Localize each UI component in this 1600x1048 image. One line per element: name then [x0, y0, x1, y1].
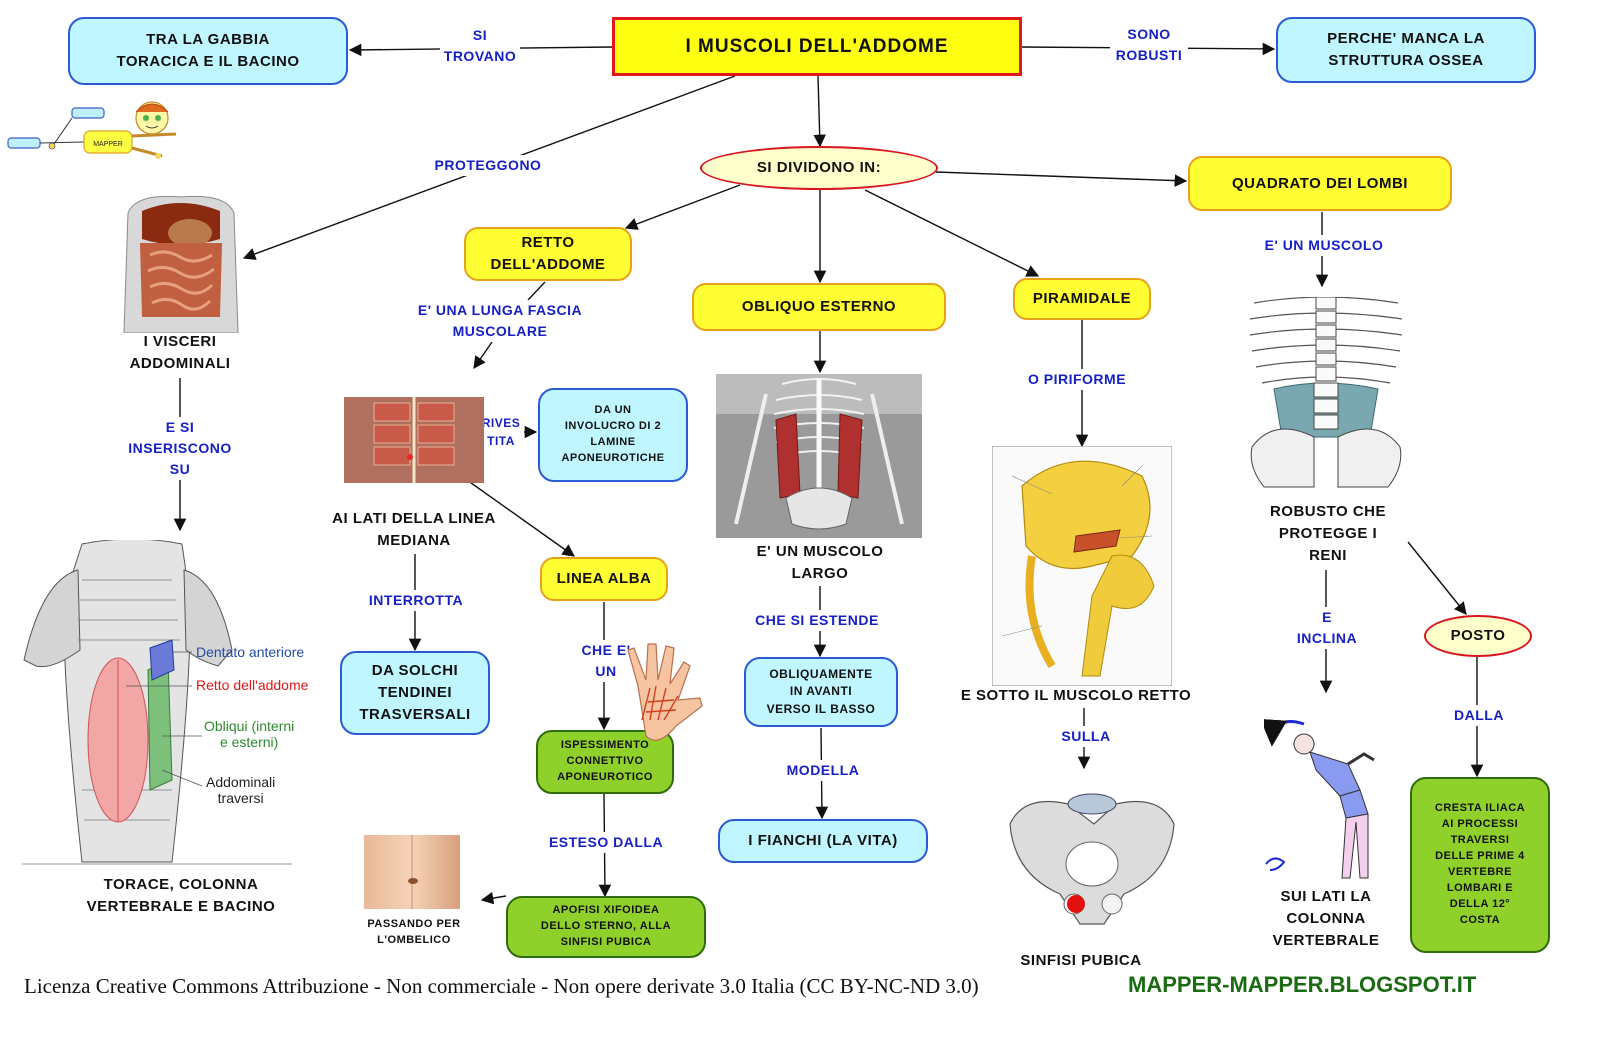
- footer-license: Licenza Creative Commons Attribuzione - …: [24, 974, 979, 998]
- node-sinfisi-text: SINFISI PUBICA: [1020, 952, 1142, 970]
- node-ispessimento[interactable]: ISPESSIMENTO CONNETTIVO APONEUROTICO: [536, 730, 674, 794]
- node-sotto-retto: E SOTTO IL MUSCOLO RETTO: [928, 685, 1224, 707]
- link-che-e-un: CHE E' UN: [570, 640, 642, 682]
- node-struttura[interactable]: PERCHE' MANCA LA STRUTTURA OSSEA: [1276, 17, 1536, 83]
- node-solchi-text: DA SOLCHI TENDINEI TRASVERSALI: [359, 662, 471, 723]
- node-solchi[interactable]: DA SOLCHI TENDINEI TRASVERSALI: [340, 651, 490, 735]
- edge-dividono-quadrato: [935, 171, 1188, 187]
- node-gabbia[interactable]: TRA LA GABBIA TORACICA E IL BACINO: [68, 17, 348, 85]
- link-rivestita: RIVES TITA: [478, 414, 524, 450]
- edge-apofisi-ombelico: [480, 891, 507, 905]
- mapper-mascot: MAPPER: [7, 101, 177, 159]
- node-lati-linea-text: AI LATI DELLA LINEA MEDIANA: [332, 510, 496, 549]
- node-dividono[interactable]: SI DIVIDONO IN:: [700, 146, 938, 190]
- node-visceri-text: I VISCERI ADDOMINALI: [129, 333, 231, 372]
- node-robusto: ROBUSTO CHE PROTEGGE I RENI: [1246, 498, 1410, 570]
- node-retto[interactable]: RETTO DELL'ADDOME: [464, 227, 632, 281]
- retto-muscle-image: [344, 397, 484, 483]
- node-visceri: I VISCERI ADDOMINALI: [100, 330, 260, 376]
- node-torace-text: TORACE, COLONNA VERTEBRALE E BACINO: [86, 876, 276, 915]
- node-obliquo[interactable]: OBLIQUO ESTERNO: [692, 283, 946, 331]
- link-sono-robusti: SONO ROBUSTI: [1110, 24, 1188, 66]
- link-e-inclina: E INCLINA: [1290, 607, 1364, 649]
- node-obliquo-text: OBLIQUO ESTERNO: [741, 298, 897, 316]
- node-muscolo-largo: E' UN MUSCOLO LARGO: [720, 540, 920, 586]
- link-dalla: DALLA: [1448, 705, 1510, 726]
- link-si-trovano: SI TROVANO: [440, 25, 520, 67]
- label-retto-addome: Retto dell'addome: [196, 677, 309, 693]
- node-cresta-text: CRESTA ILIACA AI PROCESSI TRAVERSI DELLE…: [1434, 802, 1526, 926]
- pelvis-piriformis-image: [992, 446, 1172, 686]
- node-apofisi[interactable]: APOFISI XIFOIDEA DELLO STERNO, ALLA SINF…: [506, 896, 706, 958]
- link-lunga-fascia: E' UNA LUNGA FASCIA MUSCOLARE: [388, 300, 612, 342]
- link-interrotta: INTERROTTA: [362, 590, 470, 611]
- edge-retto-fascia: [527, 281, 546, 301]
- node-involucro-text: DA UN INVOLUCRO DI 2 LAMINE APONEUROTICH…: [561, 404, 665, 464]
- node-fianchi[interactable]: I FIANCHI (LA VITA): [718, 819, 928, 863]
- edge-fascia-img: [473, 341, 493, 370]
- node-piramidale[interactable]: PIRAMIDALE: [1013, 278, 1151, 320]
- node-posto[interactable]: POSTO: [1424, 615, 1532, 657]
- node-involucro[interactable]: DA UN INVOLUCRO DI 2 LAMINE APONEUROTICH…: [538, 388, 688, 482]
- node-cresta[interactable]: CRESTA ILIACA AI PROCESSI TRAVERSI DELLE…: [1410, 777, 1550, 953]
- link-che-si-estende: CHE SI ESTENDE: [740, 610, 894, 631]
- node-retto-text: RETTO DELL'ADDOME: [490, 234, 606, 273]
- link-esteso-dalla: ESTESO DALLA: [534, 832, 678, 853]
- link-piriforme: O PIRIFORME: [1016, 369, 1138, 390]
- node-muscolo-largo-text: E' UN MUSCOLO LARGO: [756, 543, 884, 582]
- viscera-image: [120, 193, 242, 333]
- quadratus-lumborum-image: [1244, 297, 1408, 489]
- node-robusto-text: ROBUSTO CHE PROTEGGE I RENI: [1269, 503, 1387, 564]
- node-sotto-retto-text: E SOTTO IL MUSCOLO RETTO: [960, 687, 1192, 705]
- node-dividono-text: SI DIVIDONO IN:: [756, 159, 882, 177]
- node-lati-linea: AI LATI DELLA LINEA MEDIANA: [300, 506, 528, 554]
- node-torace: TORACE, COLONNA VERTEBRALE E BACINO: [56, 872, 306, 920]
- node-ombelico: PASSANDO PER L'OMBELICO: [352, 914, 476, 952]
- title-text: I MUSCOLI DELL'ADDOME: [685, 35, 949, 57]
- node-lati-colonna-text: SUI LATI LA COLONNA VERTEBRALE: [1272, 888, 1380, 949]
- node-fianchi-text: I FIANCHI (LA VITA): [748, 832, 898, 850]
- edge-dividono-piramidale: [864, 189, 1040, 277]
- node-posto-text: POSTO: [1450, 627, 1506, 645]
- node-gabbia-text: TRA LA GABBIA TORACICA E IL BACINO: [116, 31, 300, 70]
- node-quadrato[interactable]: QUADRATO DEI LOMBI: [1188, 156, 1452, 211]
- hand-aponeurosis-image: [627, 643, 703, 741]
- node-piramidale-text: PIRAMIDALE: [1032, 290, 1132, 308]
- pelvis-symphysis-image: [1004, 784, 1180, 948]
- title-node[interactable]: I MUSCOLI DELL'ADDOME: [612, 17, 1022, 76]
- node-lati-colonna: SUI LATI LA COLONNA VERTEBRALE: [1256, 884, 1396, 954]
- node-ombelico-text: PASSANDO PER L'OMBELICO: [367, 918, 461, 946]
- label-addominali-traversi: Addominali traversi: [206, 774, 276, 806]
- link-sulla: SULLA: [1055, 726, 1117, 747]
- label-obliqui: Obliqui (interni e esterni): [204, 718, 295, 750]
- edge-title-dividono: [813, 75, 826, 148]
- edge-dividono-retto: [624, 184, 741, 230]
- node-struttura-text: PERCHE' MANCA LA STRUTTURA OSSEA: [1327, 30, 1485, 69]
- node-linea-alba-text: LINEA ALBA: [556, 570, 652, 588]
- mapper-mascot-label: MAPPER: [93, 141, 123, 148]
- node-sinfisi: SINFISI PUBICA: [1006, 950, 1156, 972]
- node-quadrato-text: QUADRATO DEI LOMBI: [1232, 174, 1408, 192]
- label-dentato: Dentato anteriore: [196, 644, 305, 660]
- node-apofisi-text: APOFISI XIFOIDEA DELLO STERNO, ALLA SINF…: [540, 904, 672, 948]
- navel-image: [364, 835, 460, 909]
- link-modella: MODELLA: [780, 760, 866, 781]
- skeleton-oblique-image: [716, 374, 922, 538]
- node-obliquamente-text: OBLIQUAMENTE IN AVANTI VERSO IL BASSO: [766, 666, 876, 716]
- torso-muscles-image: [22, 540, 332, 868]
- node-ispessimento-text: ISPESSIMENTO CONNETTIVO APONEUROTICO: [557, 739, 653, 783]
- bending-figure-image: [1264, 694, 1390, 884]
- edge-robusto-posto: [1407, 541, 1467, 615]
- node-linea-alba[interactable]: LINEA ALBA: [540, 557, 668, 601]
- node-obliquamente[interactable]: OBLIQUAMENTE IN AVANTI VERSO IL BASSO: [744, 657, 898, 727]
- link-proteggono: PROTEGGONO: [430, 155, 546, 176]
- footer-site-link[interactable]: MAPPER-MAPPER.BLOGSPOT.IT: [1128, 972, 1477, 997]
- link-inseriscono: E SI INSERISCONO SU: [122, 417, 238, 480]
- link-e-un-muscolo: E' UN MUSCOLO: [1238, 235, 1410, 256]
